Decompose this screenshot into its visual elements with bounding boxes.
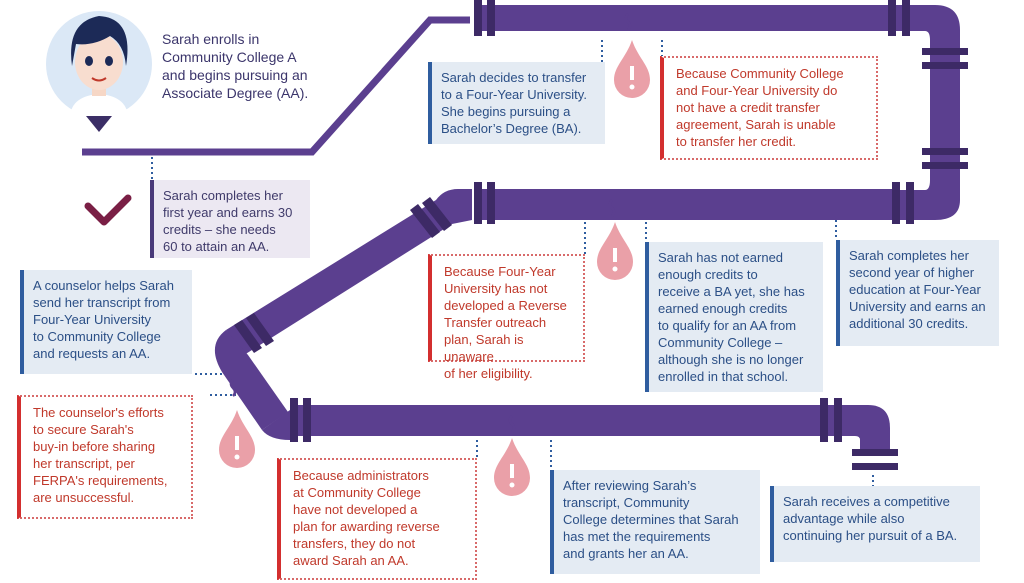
step-transfer: Sarah decides to transfer to a Four-Year… [428,62,605,144]
leak-drop-icon [219,410,255,468]
leak-drop-icon [614,40,650,98]
barrier-ferpa: The counselor's efforts to secure Sarah'… [17,395,193,519]
step-not-ba: Sarah has not earned enough credits to r… [645,242,823,392]
starting-line [82,16,470,156]
check-mark-icon [84,194,132,226]
leak-drop-icon [494,438,530,496]
connector-lines [151,40,874,486]
leak-drops [219,40,650,496]
upper-pipe [474,0,968,224]
leak-drop-icon [597,222,633,280]
bottom-pipe [262,398,898,470]
avatar [46,11,152,132]
barrier-no-agreement: Because Community College and Four-Year … [660,56,878,160]
step-second-year: Sarah completes her second year of highe… [836,240,999,346]
leak-marks [229,13,632,433]
step-first-year: Sarah completes her first year and earns… [150,180,310,258]
step-grants: After reviewing Sarah’s transcript, Comm… [550,470,760,574]
diagonal-pipe [214,189,472,430]
step-enroll-text: Sarah enrolls in Community College A and… [162,31,309,101]
barrier-no-outreach: Because Four-Year University has not dev… [428,254,585,381]
step-advantage: Sarah receives a competitive advantage w… [770,486,980,562]
step-counselor: A counselor helps Sarah send her transcr… [20,270,192,374]
barrier-no-plan: Because administrators at Community Coll… [277,458,477,580]
